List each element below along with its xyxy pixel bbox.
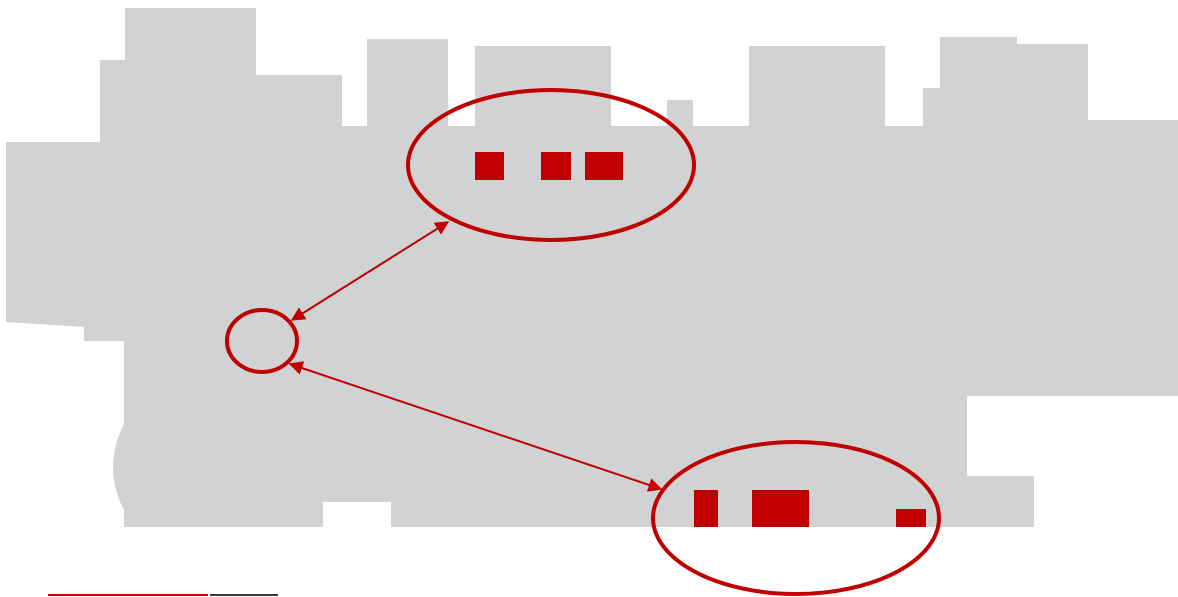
upper-marker-1[interactable] <box>475 152 504 180</box>
upper-marker-2[interactable] <box>541 152 571 180</box>
upper-marker-3[interactable] <box>585 152 623 180</box>
lower-cluster-region[interactable] <box>651 440 941 596</box>
upper-cluster-ring[interactable] <box>406 88 696 242</box>
floor-outline <box>6 8 1178 527</box>
connection-arrows <box>288 221 663 492</box>
origin-point-region[interactable] <box>225 308 299 374</box>
scale-bar-dark-segment <box>210 594 278 596</box>
lower-marker-1[interactable] <box>694 490 718 527</box>
origin-point-ring[interactable] <box>225 308 299 374</box>
scale-bar <box>48 594 278 596</box>
arrow-origin-to-upper <box>290 221 450 321</box>
arrow-origin-to-lower <box>288 361 663 492</box>
lower-marker-2[interactable] <box>752 490 809 527</box>
scale-bar-red-segment <box>48 594 208 596</box>
upper-cluster-region[interactable] <box>406 88 696 242</box>
lower-cluster-ring[interactable] <box>651 440 941 596</box>
lower-marker-3[interactable] <box>896 509 926 527</box>
building-footprint <box>6 8 1178 527</box>
